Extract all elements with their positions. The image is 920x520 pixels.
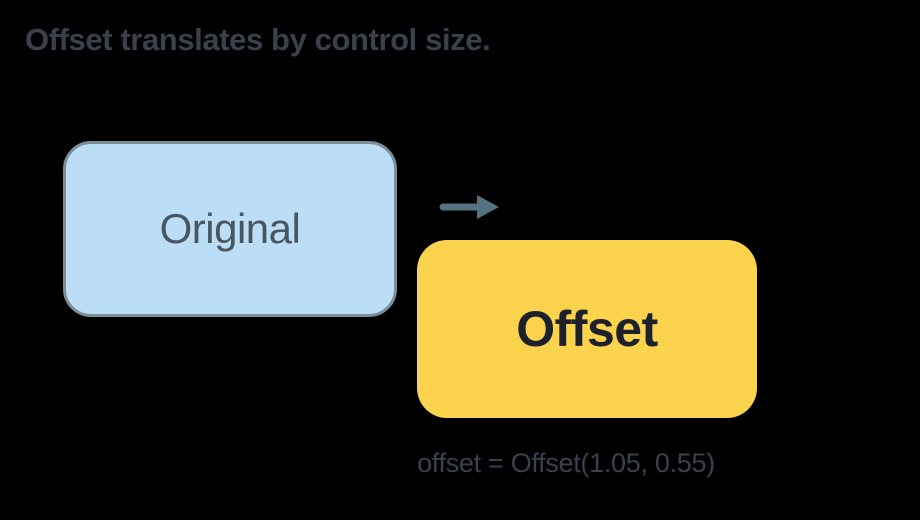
original-box: Original [63,141,397,317]
right-arrow-icon [439,195,499,219]
offset-box-label: Offset [516,301,658,357]
offset-formula-caption: offset = Offset(1.05, 0.55) [417,448,715,478]
offset-box: Offset [417,240,757,418]
diagram-title: Offset translates by control size. [25,22,491,57]
original-box-label: Original [159,205,301,252]
